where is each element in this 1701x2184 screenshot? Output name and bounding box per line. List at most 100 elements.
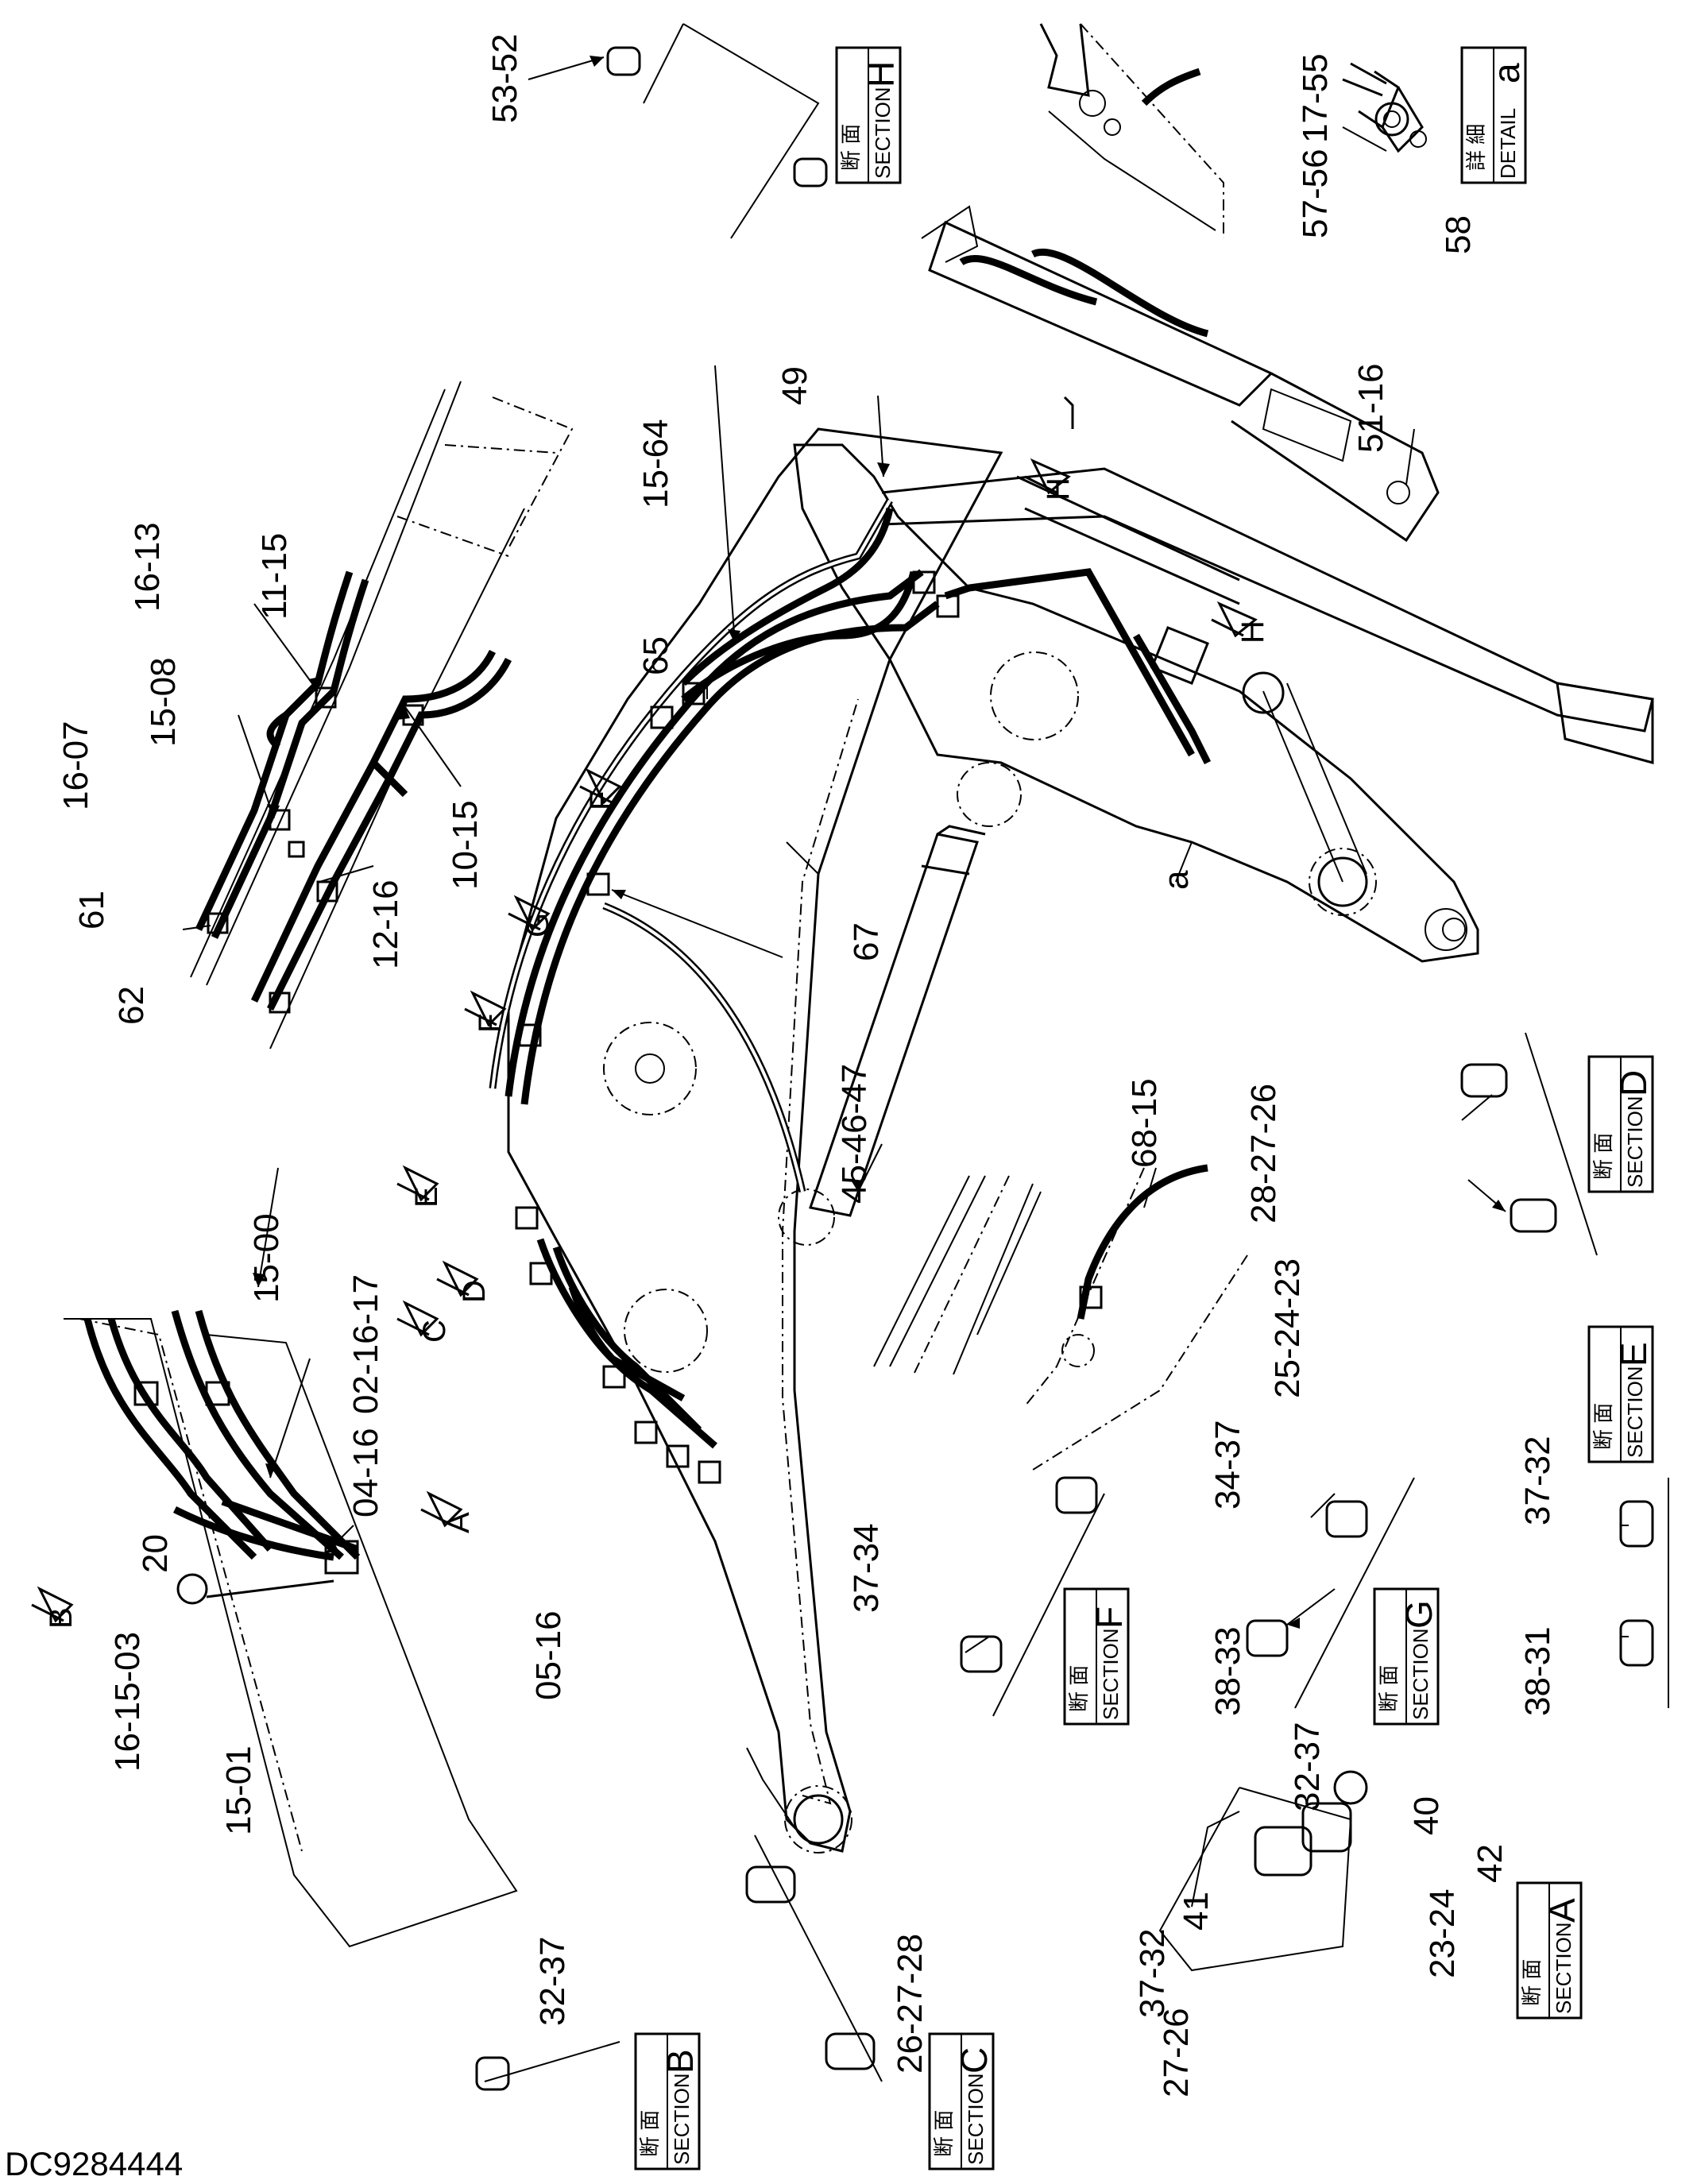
section-g-letter: G — [1398, 1600, 1440, 1629]
section-b-en: SECTION — [670, 2073, 694, 2165]
arrow-f-2: F — [473, 1014, 508, 1033]
view-arrows — [31, 458, 1258, 1623]
callout-16-13: 16-13 — [128, 522, 167, 612]
callout-68-15: 68-15 — [1125, 1078, 1164, 1168]
section-f-jp: 断 面 — [1067, 1665, 1091, 1712]
detail-a-fitting — [1342, 62, 1427, 153]
callout-25-24-23: 25-24-23 — [1268, 1258, 1307, 1398]
callout-11-15: 11-15 — [255, 533, 294, 620]
section-g-jp: 断 面 — [1377, 1665, 1401, 1712]
callout-41: 41 — [1177, 1892, 1216, 1931]
arrow-c: C — [417, 1320, 452, 1343]
section-g-en: SECTION — [1409, 1628, 1432, 1720]
callout-34-37-g: 34-37 — [1208, 1420, 1247, 1509]
callouts: 53-52 17-55 57-56 58 49 15-64 51-16 65 1… — [56, 33, 1557, 2097]
bucket-cylinder — [881, 467, 1654, 764]
boom-cylinder — [809, 825, 986, 1217]
leader-lines — [182, 56, 1629, 1653]
section-label-e: 断 面 SECTION E — [1587, 1325, 1654, 1463]
callout-15-64: 15-64 — [636, 419, 675, 508]
section-c-en: SECTION — [964, 2073, 988, 2165]
callout-16-15-03: 16-15-03 — [108, 1632, 147, 1772]
callout-15-01: 15-01 — [219, 1745, 258, 1835]
callout-05-16: 05-16 — [529, 1610, 568, 1700]
arrow-g: G — [520, 913, 555, 937]
callout-27-26: 27-26 — [1157, 2008, 1196, 2097]
section-a-letter: A — [1541, 1898, 1583, 1923]
mid-right-detail — [873, 1164, 1248, 1471]
section-label-a-detail: 詳 細 DETAIL a — [1460, 46, 1527, 184]
arrow-b: B — [44, 1607, 79, 1629]
callout-65: 65 — [636, 636, 675, 675]
detail-a-top — [1039, 23, 1224, 238]
section-label-b: 断 面 SECTION B — [634, 2032, 701, 2170]
section-b-jp: 断 面 — [638, 2110, 662, 2157]
callout-15-08: 15-08 — [144, 657, 183, 747]
section-label-a: 断 面 SECTION A — [1516, 1881, 1583, 2020]
callout-40: 40 — [1407, 1796, 1446, 1835]
section-h-letter: H — [860, 61, 902, 87]
arrow-h-1: H — [1041, 477, 1076, 501]
callout-16-07: 16-07 — [56, 721, 95, 810]
section-c-letter: C — [953, 2047, 995, 2074]
detail-a-letter: a — [1486, 63, 1527, 83]
callout-38-31: 38-31 — [1518, 1626, 1557, 1716]
callout-32-37-b: 32-37 — [533, 1936, 572, 2026]
arrow-h-2: H — [1235, 620, 1270, 644]
section-f-letter: F — [1088, 1606, 1130, 1629]
section-h-en: SECTION — [871, 87, 895, 179]
section-label-f: 断 面 SECTION F — [1063, 1587, 1130, 1726]
section-e-en: SECTION — [1623, 1366, 1647, 1458]
section-h-jp: 断 面 — [839, 124, 863, 171]
callout-62: 62 — [112, 986, 151, 1025]
callout-02-16-17: 02-16-17 — [346, 1274, 385, 1414]
arrow-f-1: F — [584, 791, 619, 810]
section-f-en: SECTION — [1099, 1628, 1123, 1720]
detail-a-en: DETAIL — [1496, 108, 1520, 179]
main-boom — [507, 427, 1003, 1854]
callout-15-00: 15-00 — [247, 1213, 286, 1303]
section-f-graphic — [960, 1476, 1105, 1717]
callout-26-27-28: 26-27-28 — [891, 1934, 930, 2074]
callout-20: 20 — [136, 1534, 175, 1573]
callout-67: 67 — [847, 922, 886, 961]
section-label-c: 断 面 SECTION C — [928, 2032, 995, 2170]
section-c-jp: 断 面 — [932, 2110, 956, 2157]
lower-left-detail — [64, 1309, 518, 1948]
document-id: DC9284444 — [5, 2145, 184, 2182]
callout-10-15: 10-15 — [446, 800, 485, 890]
section-label-d: 断 面 SECTION D — [1587, 1055, 1654, 1193]
section-e-jp: 断 面 — [1591, 1403, 1615, 1450]
leader-arrowheads — [253, 56, 1506, 1629]
section-a-graphic — [1158, 1770, 1368, 1972]
boom-hoses — [489, 498, 1212, 1449]
arrow-d: D — [457, 1280, 492, 1303]
section-e-letter: E — [1613, 1342, 1654, 1366]
callout-37-32-e: 37-32 — [1518, 1436, 1557, 1525]
callout-42: 42 — [1471, 1844, 1510, 1883]
callout-17-55: 17-55 — [1296, 53, 1335, 143]
section-d-letter: D — [1613, 1070, 1654, 1096]
callout-57-56: 57-56 — [1296, 149, 1335, 238]
section-b-letter: B — [659, 2049, 701, 2074]
callout-23-24: 23-24 — [1423, 1888, 1462, 1978]
view-arrow-letters: H H F G F E D C A B — [44, 477, 1270, 1629]
callout-51-16: 51-16 — [1351, 363, 1390, 453]
section-d-graphic — [1460, 1032, 1598, 1256]
section-a-en: SECTION — [1552, 1922, 1575, 2014]
section-c-graphic — [745, 1834, 883, 2082]
upper-cylinder-detail — [921, 205, 1440, 543]
callout-61: 61 — [72, 891, 111, 930]
section-h-graphic — [606, 23, 828, 239]
callout-28-27-26: 28-27-26 — [1244, 1084, 1283, 1223]
callout-37-34-f: 37-34 — [847, 1523, 886, 1613]
arm — [793, 443, 1479, 963]
section-label-g: 断 面 SECTION G — [1373, 1587, 1440, 1726]
detail-a-jp: 詳 細 — [1464, 124, 1488, 171]
callout-04-16: 04-16 — [346, 1428, 385, 1517]
section-e-graphic — [1619, 1478, 1669, 1708]
callout-49: 49 — [775, 366, 814, 405]
section-g-graphic — [1246, 1477, 1415, 1709]
arrow-a: A — [441, 1512, 476, 1533]
